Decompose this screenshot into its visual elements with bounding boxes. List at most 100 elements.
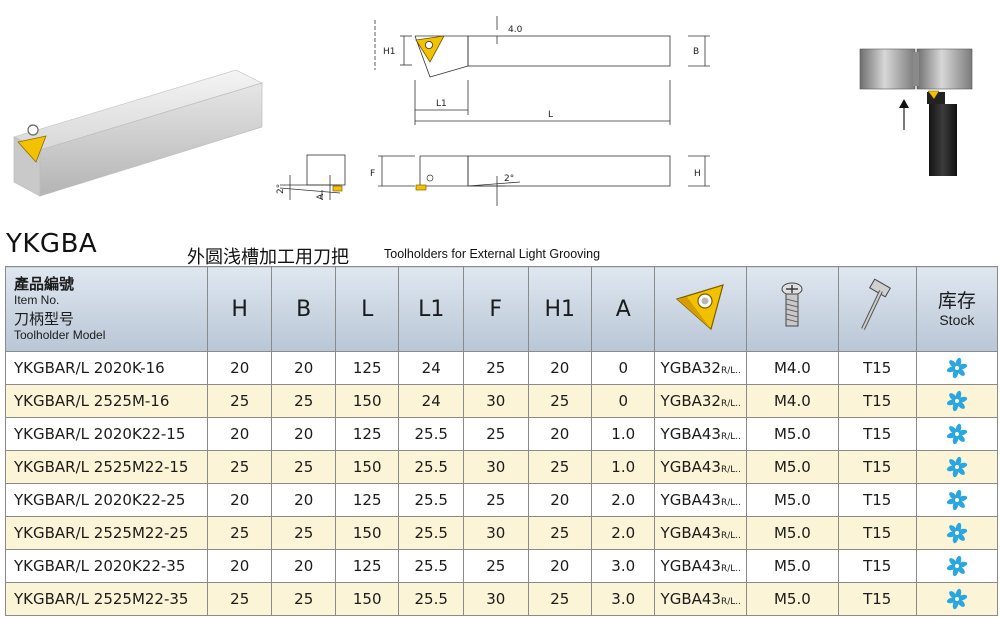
cell-b: 25 <box>271 582 336 616</box>
cell-h: 25 <box>206 516 273 550</box>
cell-model: YKGBAR/L 2525M22-25 <box>5 516 208 550</box>
cell-wrench: T15 <box>837 351 917 385</box>
cell-l1: 24 <box>398 384 464 418</box>
cell-b: 25 <box>271 450 336 484</box>
cell-h1: 25 <box>527 384 592 418</box>
stock-snowflake-icon <box>946 588 968 610</box>
stock-header-cn: 库存 <box>937 290 976 312</box>
insert-suffix: R/L.. <box>720 465 741 475</box>
side-view-drawing <box>279 154 710 206</box>
cell-b: 25 <box>271 384 336 418</box>
cell-h: 25 <box>206 450 273 484</box>
cell-l: 125 <box>334 549 400 583</box>
top-view-drawing <box>374 16 710 125</box>
insert-code: YGBA43 <box>660 458 721 476</box>
stock-snowflake-icon <box>946 390 968 412</box>
screw-icon <box>781 282 803 327</box>
cell-h: 25 <box>206 384 273 418</box>
cell-insert: YGBA43R/L.. <box>654 582 748 616</box>
column-header-h1: H1 <box>527 266 592 352</box>
stock-snowflake-icon <box>946 522 968 544</box>
cell-f: 25 <box>462 417 529 451</box>
dim-h1: H1 <box>383 47 396 57</box>
cell-l1: 25.5 <box>398 549 464 583</box>
screw-column-header <box>746 266 839 352</box>
cell-screw: M5.0 <box>746 582 839 616</box>
cell-a: 2.0 <box>590 483 656 517</box>
model-column-header: 產品編號 Item No. 刀柄型号 Toolholder Model <box>5 266 208 352</box>
insert-code: YGBA43 <box>660 590 721 608</box>
column-header-l1: L1 <box>398 266 464 352</box>
side-view-screw <box>426 174 434 182</box>
cell-a: 1.0 <box>590 450 656 484</box>
spec-table: 產品編號 Item No. 刀柄型号 Toolholder Model H B … <box>5 266 999 616</box>
cell-insert: YGBA32R/L.. <box>654 351 748 385</box>
cell-b: 20 <box>271 351 336 385</box>
item-no-en: Item No. <box>14 293 60 307</box>
cell-h: 20 <box>206 417 273 451</box>
cell-stock <box>915 483 999 517</box>
column-header-f: F <box>462 266 529 352</box>
title-chinese: 外圆浅槽加工用刀把 <box>187 247 349 268</box>
insert-top-view <box>415 35 445 63</box>
cell-f: 30 <box>462 582 529 616</box>
stock-snowflake-icon <box>946 555 968 577</box>
dim-4-0: 4.0 <box>508 25 523 35</box>
toolholder-model-cn: 刀柄型号 <box>14 310 75 328</box>
cell-l: 150 <box>334 582 400 616</box>
cell-f: 25 <box>462 549 529 583</box>
insert-code: YGBA43 <box>660 491 721 509</box>
stock-snowflake-icon <box>946 357 968 379</box>
cell-f: 30 <box>462 516 529 550</box>
cell-stock <box>915 516 999 550</box>
insert-suffix: R/L.. <box>720 597 741 607</box>
column-header-a: A <box>590 266 656 352</box>
table-header-row: 產品編號 Item No. 刀柄型号 Toolholder Model H B … <box>5 266 999 352</box>
dim-2deg-end: 2° <box>276 184 286 194</box>
insert-side-view <box>415 184 427 191</box>
dim-b: B <box>693 47 699 57</box>
cell-screw: M5.0 <box>746 516 839 550</box>
stock-snowflake-icon <box>946 489 968 511</box>
cell-l: 150 <box>334 516 400 550</box>
cell-a: 1.0 <box>590 417 656 451</box>
insert-suffix: R/L.. <box>720 432 741 442</box>
cell-h: 20 <box>206 351 273 385</box>
cell-l1: 25.5 <box>398 450 464 484</box>
insert-code: YGBA43 <box>660 524 721 542</box>
cell-screw: M5.0 <box>746 450 839 484</box>
stock-snowflake-icon <box>946 423 968 445</box>
cell-model: YKGBAR/L 2525M-16 <box>5 384 208 418</box>
cell-model: YKGBAR/L 2020K22-35 <box>5 549 208 583</box>
cell-screw: M5.0 <box>746 549 839 583</box>
cell-b: 20 <box>271 549 336 583</box>
dim-f: F <box>370 169 375 179</box>
cell-stock <box>915 549 999 583</box>
insert-code: YGBA32 <box>660 359 721 377</box>
series-code: YKGBA <box>6 229 98 259</box>
cell-stock <box>915 450 999 484</box>
cell-h1: 20 <box>527 483 592 517</box>
insert-screw-top-view <box>424 41 433 50</box>
cell-h1: 25 <box>527 450 592 484</box>
cell-l: 125 <box>334 351 400 385</box>
dim-a: A <box>316 193 326 200</box>
cell-h: 25 <box>206 582 273 616</box>
column-header-l: L <box>334 266 400 352</box>
insert-suffix: R/L.. <box>720 531 741 541</box>
cell-screw: M4.0 <box>746 384 839 418</box>
wrench-column-header <box>837 266 917 352</box>
cell-l1: 24 <box>398 351 464 385</box>
item-no-cn: 產品編號 <box>14 275 75 293</box>
cell-b: 25 <box>271 516 336 550</box>
cell-stock <box>915 417 999 451</box>
cell-insert: YGBA43R/L.. <box>654 417 748 451</box>
insert-code: YGBA43 <box>660 557 721 575</box>
cell-a: 2.0 <box>590 516 656 550</box>
insert-suffix: R/L.. <box>720 366 741 376</box>
cell-b: 20 <box>271 417 336 451</box>
cell-wrench: T15 <box>837 417 917 451</box>
